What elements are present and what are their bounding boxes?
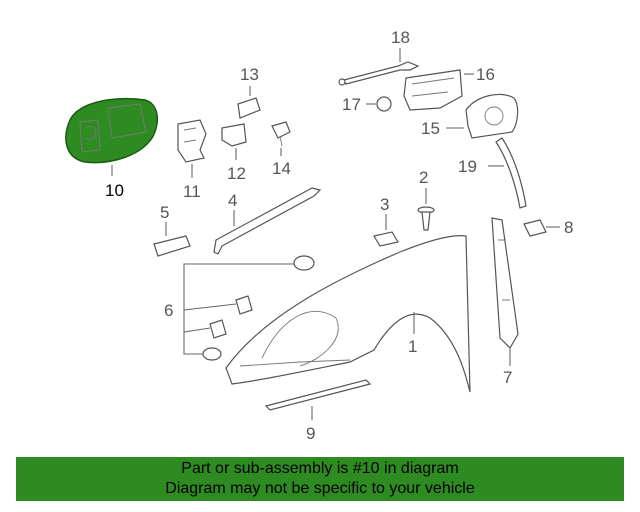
part-11[interactable] xyxy=(177,119,207,163)
parts-diagram: 10 11 12 13 14 4 5 xyxy=(65,28,573,443)
part-8[interactable] xyxy=(523,219,547,237)
callout-1[interactable]: 1 xyxy=(408,337,417,356)
callout-19[interactable]: 19 xyxy=(458,157,477,176)
part-1-fender[interactable] xyxy=(225,235,471,393)
part-3[interactable] xyxy=(373,231,399,247)
callout-2[interactable]: 2 xyxy=(419,168,428,187)
callout-12[interactable]: 12 xyxy=(227,164,246,183)
callout-9[interactable]: 9 xyxy=(306,424,315,443)
part-5[interactable] xyxy=(153,235,191,257)
part-17[interactable] xyxy=(376,96,392,112)
callout-16[interactable]: 16 xyxy=(476,65,495,84)
part-7[interactable] xyxy=(491,217,519,349)
part-13[interactable] xyxy=(237,97,261,119)
part-18[interactable] xyxy=(338,61,420,86)
callout-5[interactable]: 5 xyxy=(160,203,169,222)
part-2[interactable] xyxy=(417,206,435,231)
callout-7[interactable]: 7 xyxy=(503,368,512,387)
callout-6[interactable]: 6 xyxy=(164,301,173,320)
callout-10[interactable]: 10 xyxy=(105,181,124,200)
callout-15[interactable]: 15 xyxy=(421,119,440,138)
part-12[interactable] xyxy=(221,123,247,147)
callout-3[interactable]: 3 xyxy=(380,195,389,214)
part-19[interactable] xyxy=(495,137,527,209)
part-14[interactable] xyxy=(271,121,291,147)
banner-line-2: Diagram may not be specific to your vehi… xyxy=(165,480,475,497)
bracket-6 xyxy=(183,263,300,355)
part-4[interactable] xyxy=(213,187,322,255)
callout-18[interactable]: 18 xyxy=(391,28,410,47)
part-15[interactable] xyxy=(465,93,519,139)
part-10-highlighted[interactable] xyxy=(65,97,159,164)
callout-11[interactable]: 11 xyxy=(183,182,201,201)
part-16[interactable] xyxy=(403,69,463,111)
part-6-clips[interactable] xyxy=(202,255,315,361)
info-banner: Part or sub-assembly is #10 in diagram D… xyxy=(16,457,624,501)
callout-8[interactable]: 8 xyxy=(564,218,573,237)
callout-17[interactable]: 17 xyxy=(342,95,361,114)
part-9[interactable] xyxy=(264,379,372,411)
callout-14[interactable]: 14 xyxy=(272,159,291,178)
callout-13[interactable]: 13 xyxy=(240,65,259,84)
callout-4[interactable]: 4 xyxy=(228,191,237,210)
banner-line-1: Part or sub-assembly is #10 in diagram xyxy=(181,460,459,477)
